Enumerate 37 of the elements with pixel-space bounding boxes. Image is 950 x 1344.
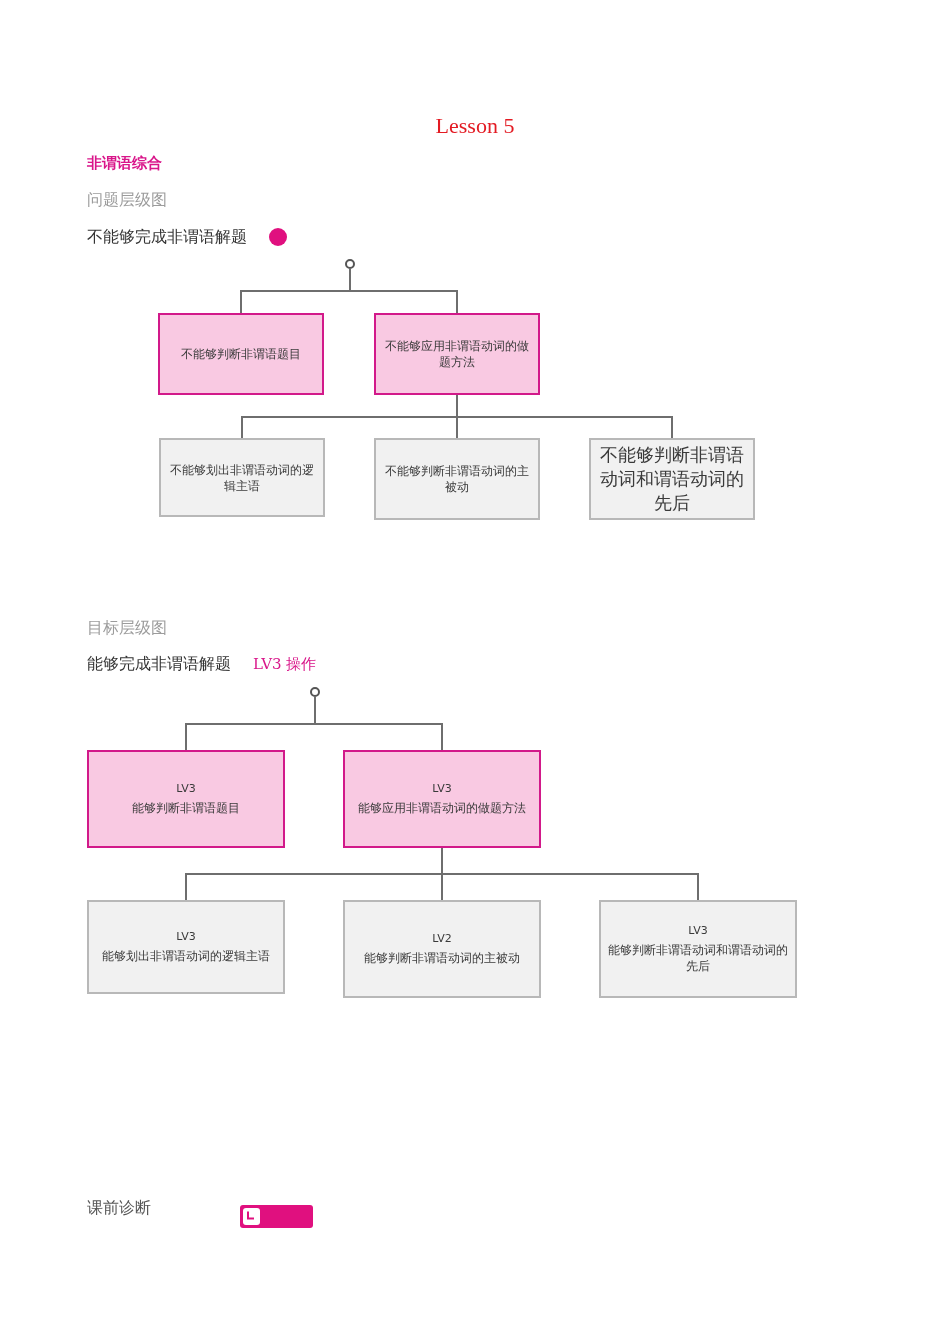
level-label: LV2: [432, 932, 452, 946]
branch-box: [158, 313, 324, 395]
box-text: 不能够判断非谓语动词和谓语动词的先后: [599, 443, 745, 515]
level-label: LV3: [688, 924, 708, 938]
branch-box: [343, 750, 541, 848]
section-label: 非谓语综合: [87, 153, 162, 174]
section-label: 能够完成非谓语解题: [87, 653, 231, 675]
box-text: 能够应用非谓语动词的做题方法: [358, 800, 526, 816]
box-text: 不能够判断非谓语动词的主被动: [384, 463, 530, 495]
leaf-box: [599, 900, 797, 998]
leaf-box: [589, 438, 755, 520]
section-label: 不能够完成非谓语解题: [87, 226, 247, 248]
section-label: 课前诊断: [87, 1197, 151, 1219]
page-title: Lesson 5: [434, 112, 516, 140]
level-label: LV3: [432, 782, 452, 796]
box-text: 不能够划出非谓语动词的逻辑主语: [169, 461, 315, 494]
section-label: LV3 操作: [253, 654, 317, 675]
branch-box: [374, 313, 540, 395]
box-text: 不能够应用非谓语动词的做题方法: [384, 338, 530, 370]
box-text: 能够判断非谓语题目: [132, 800, 240, 816]
section-label: 问题层级图: [87, 189, 167, 211]
box-text: 能够划出非谓语动词的逻辑主语: [102, 948, 270, 964]
level-label: LV3: [176, 782, 196, 796]
section-label: 目标层级图: [87, 617, 167, 639]
box-text: 能够判断非谓语动词和谓语动词的先后: [607, 942, 789, 974]
box-text: 能够判断非谓语动词的主被动: [364, 950, 520, 966]
leaf-box: [343, 900, 541, 998]
branch-box: [87, 750, 285, 848]
leaf-box: [374, 438, 540, 520]
box-text: 不能够判断非谓语题目: [181, 346, 301, 362]
leaf-box: [87, 900, 285, 994]
connector-line: [456, 394, 673, 439]
connector-line: [441, 847, 699, 901]
leaf-box: [159, 438, 325, 517]
connector-line: [349, 268, 458, 314]
level-label: LV3: [176, 930, 196, 944]
connector-line: [314, 696, 443, 751]
